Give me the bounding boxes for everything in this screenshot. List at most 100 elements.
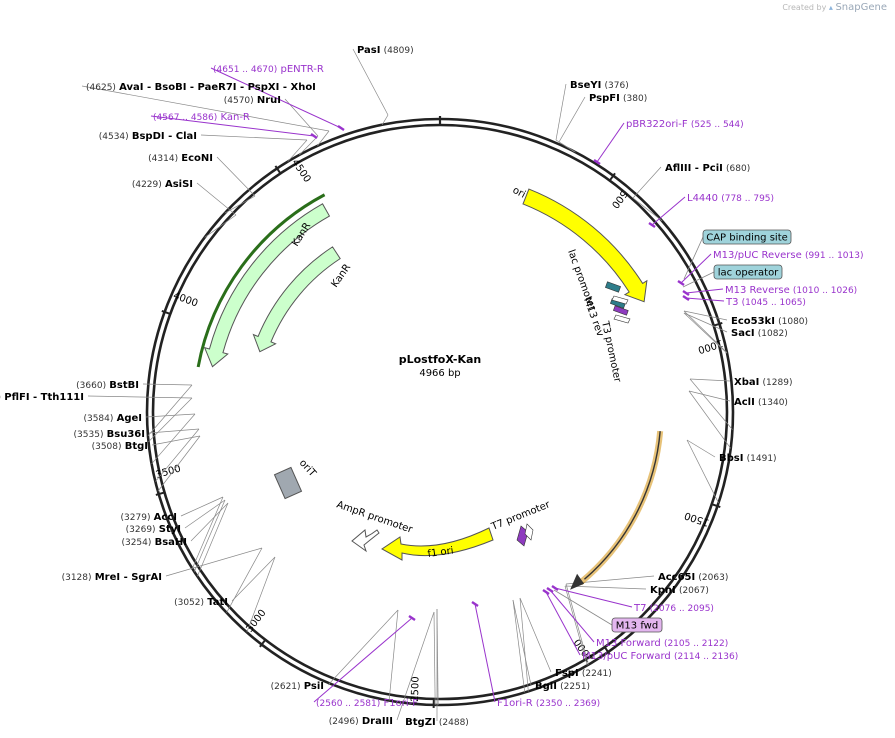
primer-name: L4440: [687, 193, 718, 204]
ampr-promoter-label: AmpR promoter: [335, 499, 415, 536]
site-coord: (1082): [758, 329, 788, 339]
plasmid-length: 4966 bp: [419, 368, 460, 379]
primer-name: F1ori-F: [383, 698, 418, 709]
boxed-feature-label-1: lac operator: [718, 268, 779, 279]
primer-range: (4651 .. 4670): [213, 65, 277, 75]
primer-label-M13/pUC Forward: M13/pUC Forward (2114 .. 2136): [582, 651, 738, 662]
site-name: AgeI: [117, 413, 142, 424]
site-name: BstBI: [109, 380, 139, 391]
leader-tail-BseYI: [555, 83, 567, 141]
leader-AgeI: [151, 413, 196, 465]
leader-AclI: [688, 390, 732, 449]
primer-name: T7: [633, 603, 646, 614]
primer-label-pENTR-R: (4651 .. 4670) pENTR-R: [213, 64, 324, 75]
site-coord: (4809): [384, 46, 414, 56]
site-coord: (3584): [83, 414, 113, 424]
site-coord: (2496): [329, 717, 359, 727]
site-name: NruI: [257, 95, 281, 106]
site-name: PasI: [357, 45, 380, 56]
tick-3000: [259, 639, 267, 648]
leader-TatI: [246, 556, 276, 633]
site-name: Tth111I: [41, 392, 84, 403]
site-label-AsiSI: (4229) AsiSI: [132, 179, 193, 190]
box-leader-2: [553, 589, 613, 626]
site-name: TatI: [207, 597, 228, 608]
primer-name: T3: [725, 297, 738, 308]
tick-1500: [711, 503, 721, 509]
site-coord: (376): [605, 81, 629, 91]
primer-label-T7: T7 (2076 .. 2095): [633, 603, 714, 614]
site-label-Acc65I: Acc65I (2063): [658, 572, 728, 583]
ori-label: ori: [511, 185, 528, 201]
site-label-BseYI: BseYI (376): [570, 80, 629, 91]
site-dash: -: [30, 392, 41, 403]
tick-4500: [274, 165, 282, 175]
leader-tail-AvaI: [81, 85, 330, 132]
primer-label-M13 Forward: M13 Forward (2105 .. 2122): [596, 638, 728, 649]
site-name: AclI: [734, 397, 755, 408]
site-label-NruI: (4570) NruI: [224, 95, 281, 106]
site-name: BtgI: [125, 441, 148, 452]
site-dash: -: [279, 82, 290, 93]
primer-range: (2350 .. 2369): [536, 699, 600, 709]
leader-AflIII: [632, 197, 663, 222]
snapgene-logo-icon: ▴: [828, 3, 833, 12]
primer-name: M13 Forward: [596, 638, 661, 649]
primer-range: (2076 .. 2095): [650, 604, 714, 614]
site-label-Eco53kI: Eco53kI (1080): [731, 316, 808, 327]
site-coord: (3508): [92, 442, 122, 452]
leader-tail-KpnI: [564, 585, 647, 590]
primer-leader-M13/pUC Reverse: [680, 253, 712, 284]
leader-tail-AgeI: [145, 413, 196, 418]
site-label-Bsu36I: (3535) Bsu36I: [74, 429, 145, 440]
primer-range: (2105 .. 2122): [664, 639, 728, 649]
site-name: PflFI: [4, 392, 29, 403]
site-label-PflFI: (3644) PflFI - Tth111I: [0, 392, 84, 403]
primer-label-F1ori-R: F1ori-R (2350 .. 2369): [497, 698, 600, 709]
leader-tail-FspI: [519, 597, 552, 673]
insert-highlight: [578, 430, 664, 586]
leader-Eco53kI: [683, 310, 728, 353]
primer-label-T3: T3 (1045 .. 1065): [725, 297, 806, 308]
leader-tail-PflFI: [87, 395, 193, 399]
ampr-promoter-arrow: [351, 529, 380, 553]
boxed-feature-2: [611, 617, 663, 633]
credit-prefix: Created by: [782, 3, 827, 12]
site-label-AflIII: AflIII - PciI (680): [665, 163, 750, 174]
site-coord: (3644): [0, 393, 1, 403]
primer-label-L4440: L4440 (778 .. 795): [687, 193, 774, 204]
site-name: MreI: [95, 572, 120, 583]
site-label-BstBI: (3660) BstBI: [76, 380, 139, 391]
site-label-StyI: (3269) StyI: [126, 524, 181, 535]
site-coord: (1289): [763, 378, 793, 388]
primer-leader-F1ori-R: [474, 603, 496, 703]
site-coord: (1491): [747, 454, 777, 464]
site-coord: (1080): [778, 317, 808, 327]
leader-tail-AclI: [688, 390, 731, 402]
site-coord: (4570): [224, 96, 254, 106]
primer-mark-M13/pUC Forward: [542, 589, 550, 595]
site-label-XbaI: XbaI (1289): [734, 377, 792, 388]
leader-tail-AflIII: [632, 166, 662, 199]
insert-line: [583, 431, 661, 580]
f1ori-label: f1 ori: [427, 545, 454, 560]
primer-mark-F1ori-F: [408, 615, 416, 621]
boxed-feature-1: [713, 264, 783, 280]
primer-mark-M13/pUC Reverse: [677, 280, 685, 286]
primer-leader-pENTR-R: [210, 67, 342, 129]
kanr-arrow: [203, 203, 331, 368]
tick-label-500: 500: [609, 188, 629, 210]
primer-mark-M13 Forward: [546, 587, 554, 593]
site-coord: (3052): [174, 598, 204, 608]
t7-arrow-small: [524, 523, 534, 541]
leader-AsiSI: [204, 214, 237, 238]
tick-3500: [155, 491, 165, 496]
site-label-SacI: SacI (1082): [731, 328, 788, 339]
leader-tail-DraIII: [396, 611, 435, 721]
boxed-feature-0: [702, 229, 792, 245]
site-label-PsiI: (2621) PsiI: [271, 681, 324, 692]
leader-tail-Eco53kI: [683, 310, 728, 321]
orit-label: oriT: [297, 458, 319, 480]
leader-PflFI: [148, 397, 193, 443]
